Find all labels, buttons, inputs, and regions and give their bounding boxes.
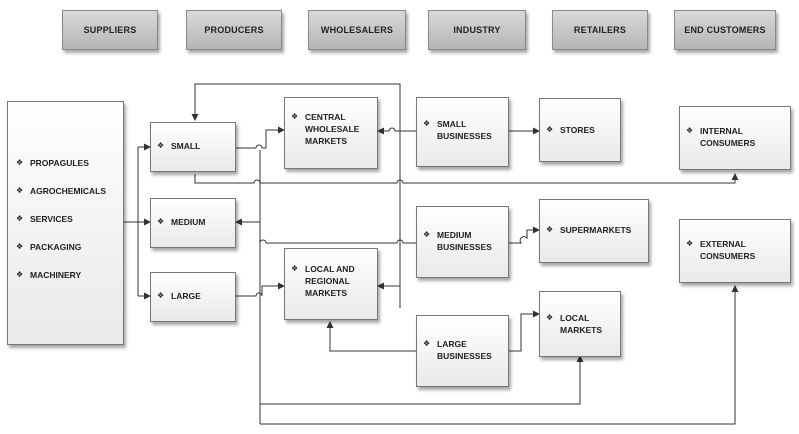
header-end-customers: END CUSTOMERS bbox=[674, 10, 776, 50]
diamond-bullet-icon: ❖ bbox=[16, 186, 24, 195]
link-small-internal bbox=[194, 173, 739, 184]
diamond-bullet-icon: ❖ bbox=[16, 158, 24, 167]
input-item: ❖SERVICES bbox=[16, 214, 73, 224]
input-item: ❖MACHINERY bbox=[16, 270, 82, 280]
diamond-bullet-icon: ❖ bbox=[423, 339, 431, 348]
link-largebiz-localmarkets bbox=[509, 310, 540, 352]
link-smallbiz-central bbox=[377, 127, 416, 135]
input-item: ❖PACKAGING bbox=[16, 242, 82, 252]
large-businesses-box: ❖LARGE BUSINESSES bbox=[416, 315, 509, 387]
link-top-loop bbox=[191, 83, 401, 308]
header-wholesalers: WHOLESALERS bbox=[308, 10, 406, 50]
diamond-bullet-icon: ❖ bbox=[291, 112, 299, 121]
central-wholesale-markets-box: ❖CENTRAL WHOLESALE MARKETS bbox=[284, 97, 378, 169]
stores-box: ❖STORES bbox=[539, 98, 621, 162]
diamond-bullet-icon: ❖ bbox=[686, 126, 694, 135]
small-businesses-box: ❖SMALL BUSINESSES bbox=[416, 97, 509, 167]
supermarkets-box: ❖SUPERMARKETS bbox=[539, 199, 649, 263]
producer-medium-box: ❖MEDIUM bbox=[150, 198, 236, 248]
link-trunk-external bbox=[260, 285, 739, 425]
local-regional-markets-box: ❖LOCAL AND REGIONAL MARKETS bbox=[284, 248, 378, 320]
diamond-bullet-icon: ❖ bbox=[686, 239, 694, 248]
diamond-bullet-icon: ❖ bbox=[157, 141, 165, 150]
diamond-bullet-icon: ❖ bbox=[16, 270, 24, 279]
input-item: ❖AGROCHEMICALS bbox=[16, 186, 107, 196]
external-consumers-box: ❖EXTERNAL CONSUMERS bbox=[679, 219, 791, 283]
producer-large-box: ❖LARGE bbox=[150, 272, 236, 322]
diamond-bullet-icon: ❖ bbox=[423, 230, 431, 239]
link-mediumbiz-medium bbox=[235, 218, 416, 244]
header-producers: PRODUCERS bbox=[186, 10, 282, 50]
producer-small-box: ❖SMALL bbox=[150, 122, 236, 172]
diamond-bullet-icon: ❖ bbox=[157, 217, 165, 226]
supplier-inputs-box: ❖PROPAGULES ❖AGROCHEMICALS ❖SERVICES ❖PA… bbox=[7, 101, 124, 345]
header-industry: INDUSTRY bbox=[428, 10, 526, 50]
link-largebiz-local-regional bbox=[326, 321, 416, 352]
diamond-bullet-icon: ❖ bbox=[157, 291, 165, 300]
link-trunk-localmarkets bbox=[260, 355, 584, 405]
diamond-bullet-icon: ❖ bbox=[546, 125, 554, 134]
internal-consumers-box: ❖INTERNAL CONSUMERS bbox=[679, 106, 791, 170]
input-item: ❖PROPAGULES bbox=[16, 158, 89, 168]
medium-businesses-box: ❖MEDIUM BUSINESSES bbox=[416, 206, 509, 278]
diamond-bullet-icon: ❖ bbox=[291, 264, 299, 273]
local-markets-box: ❖LOCAL MARKETS bbox=[539, 291, 621, 357]
diamond-bullet-icon: ❖ bbox=[16, 214, 24, 223]
diamond-bullet-icon: ❖ bbox=[546, 313, 554, 322]
header-retailers: RETAILERS bbox=[552, 10, 648, 50]
header-suppliers: SUPPLIERS bbox=[62, 10, 158, 50]
link-small-central bbox=[236, 126, 285, 149]
diamond-bullet-icon: ❖ bbox=[423, 119, 431, 128]
diamond-bullet-icon: ❖ bbox=[546, 225, 554, 234]
link-mediumbiz-supermarkets bbox=[509, 226, 540, 244]
diamond-bullet-icon: ❖ bbox=[16, 242, 24, 251]
